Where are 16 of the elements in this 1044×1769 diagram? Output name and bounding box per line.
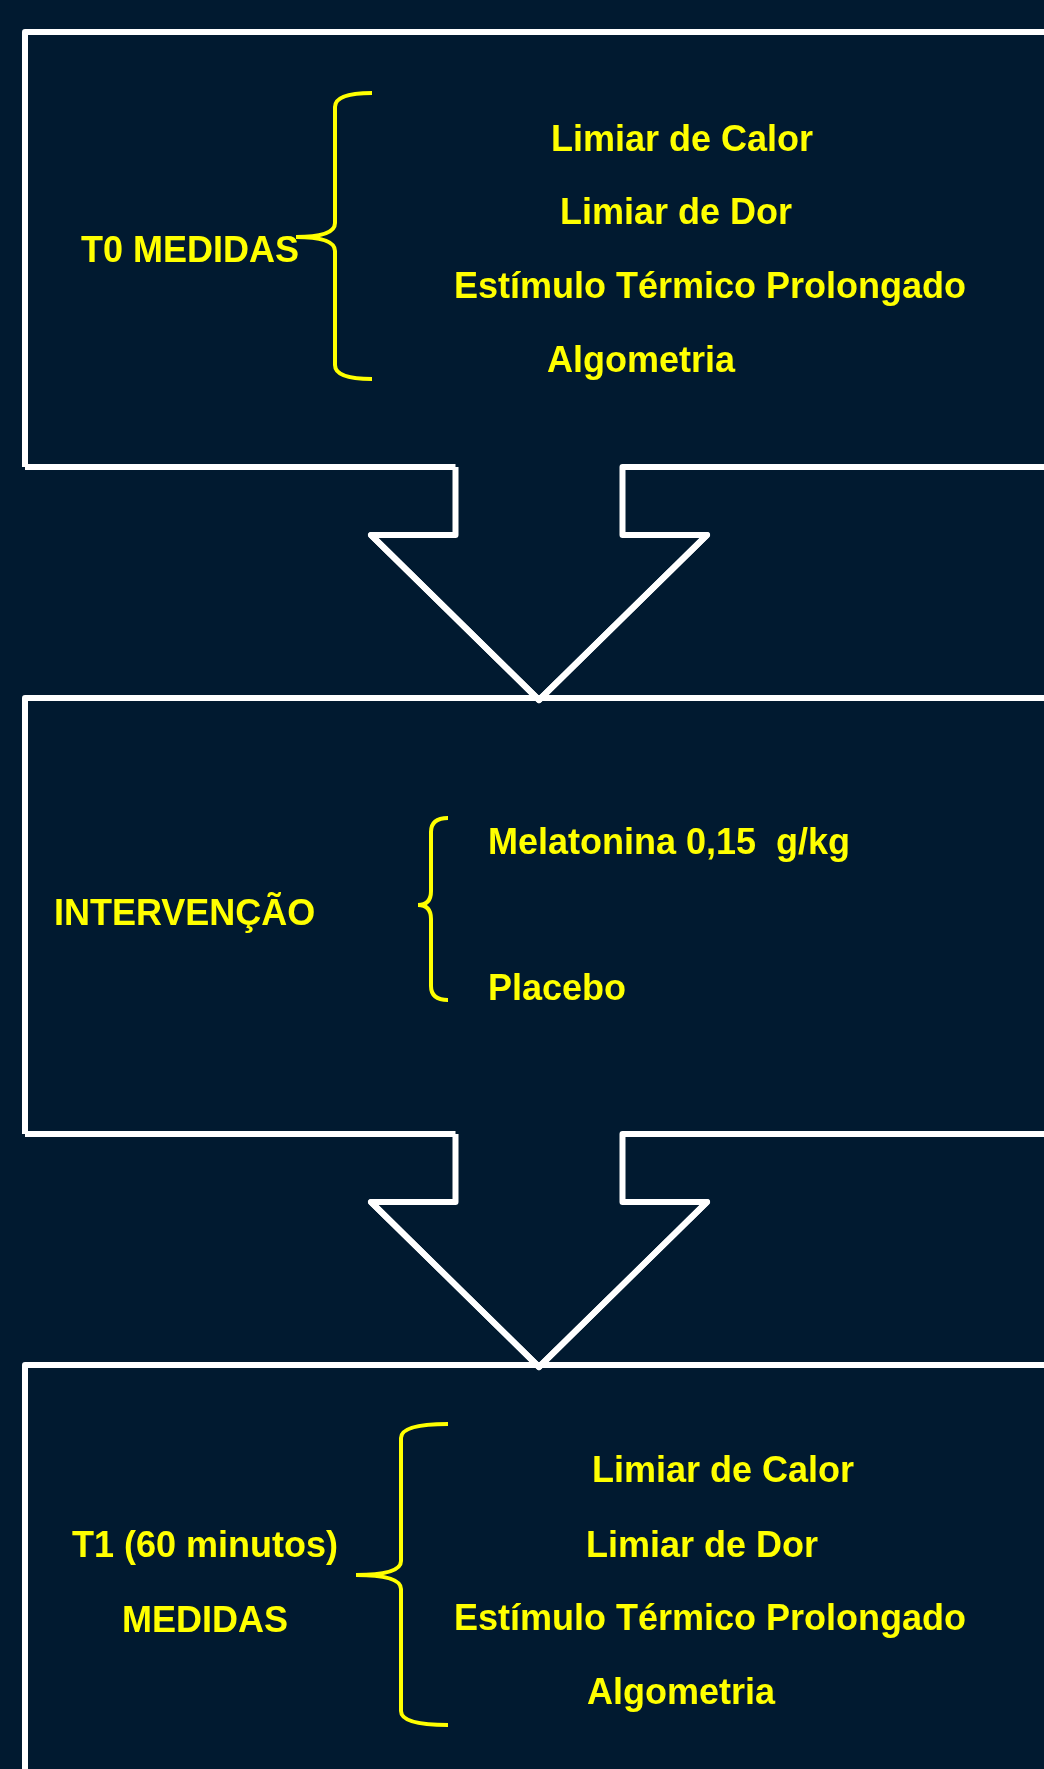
list-item: Limiar de Dor (559, 190, 793, 234)
list-item: Limiar de Dor (585, 1523, 819, 1567)
process-box (22, 695, 1044, 1137)
list-item: Limiar de Calor (550, 117, 814, 161)
box-label: INTERVENÇÃO (54, 891, 316, 935)
list-item: Estímulo Térmico Prolongado (453, 264, 967, 308)
list-item: Melatonina 0,15 g/kg (488, 820, 851, 864)
list-item: Estímulo Térmico Prolongado (453, 1596, 967, 1640)
box-label: T1 (60 minutos) MEDIDAS (71, 1523, 339, 1642)
process-box (22, 29, 1044, 470)
process-box (22, 1362, 1044, 1769)
list-item: Limiar de Calor (591, 1448, 855, 1492)
list-item: Algometria (587, 1670, 775, 1714)
box-label: T0 MEDIDAS (80, 227, 300, 272)
list-item: Algometria (547, 338, 735, 382)
list-item: Placebo (488, 966, 627, 1010)
